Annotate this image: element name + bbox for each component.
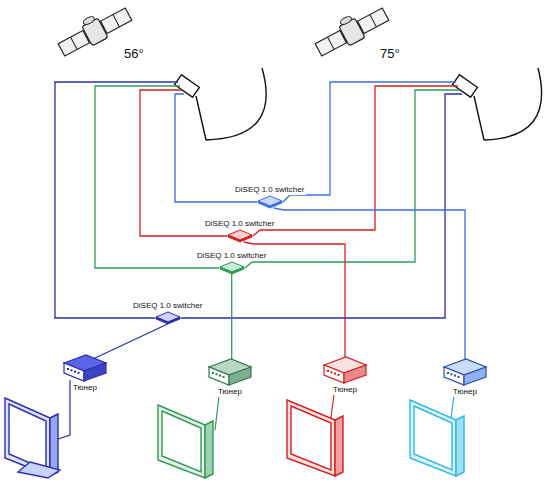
tuner-label: Тюнер: [71, 383, 99, 393]
tuner-icon: [207, 357, 253, 387]
tuner-box: Тюнер: [442, 357, 488, 397]
tuner-label: Тюнер: [216, 387, 244, 397]
coax-connector: [231, 274, 232, 360]
coax-wire: [55, 82, 462, 318]
tuner-box: Тюнер: [322, 355, 368, 395]
switch-icon: [257, 195, 283, 209]
tuner-label: Тюнер: [331, 385, 359, 395]
diseqc-switch: DiSEQ 1.0 switcher: [195, 251, 268, 275]
switch-label: DiSEQ 1.0 switcher: [233, 185, 306, 195]
switch-icon: [227, 229, 253, 243]
diseqc-switch: DiSEQ 1.0 switcher: [233, 185, 306, 209]
diseqc-switch: DiSEQ 1.0 switcher: [203, 219, 276, 243]
video-cable: [55, 380, 455, 440]
switch-label: DiSEQ 1.0 switcher: [203, 219, 276, 229]
tuner-label: Тюнер: [451, 387, 479, 397]
orbit-position: 56°: [124, 46, 144, 61]
switch-label: DiSEQ 1.0 switcher: [131, 301, 204, 311]
dish: [196, 68, 542, 140]
tuner-icon: [322, 355, 368, 385]
coax-connector: [93, 324, 168, 359]
tuner-box: Тюнер: [207, 357, 253, 397]
coax-connector: [274, 208, 465, 361]
tuner-icon: [62, 353, 108, 383]
monitor: [5, 398, 464, 478]
orbit-position: 75°: [380, 46, 400, 61]
switch-label: DiSEQ 1.0 switcher: [195, 251, 268, 261]
diseqc-switch: DiSEQ 1.0 switcher: [131, 301, 204, 325]
switch-icon: [155, 311, 181, 325]
satellite: [311, 0, 391, 60]
switch-icon: [219, 261, 245, 275]
satellite: [54, 0, 134, 60]
tuner-icon: [442, 357, 488, 387]
tuner-box: Тюнер: [62, 353, 108, 393]
